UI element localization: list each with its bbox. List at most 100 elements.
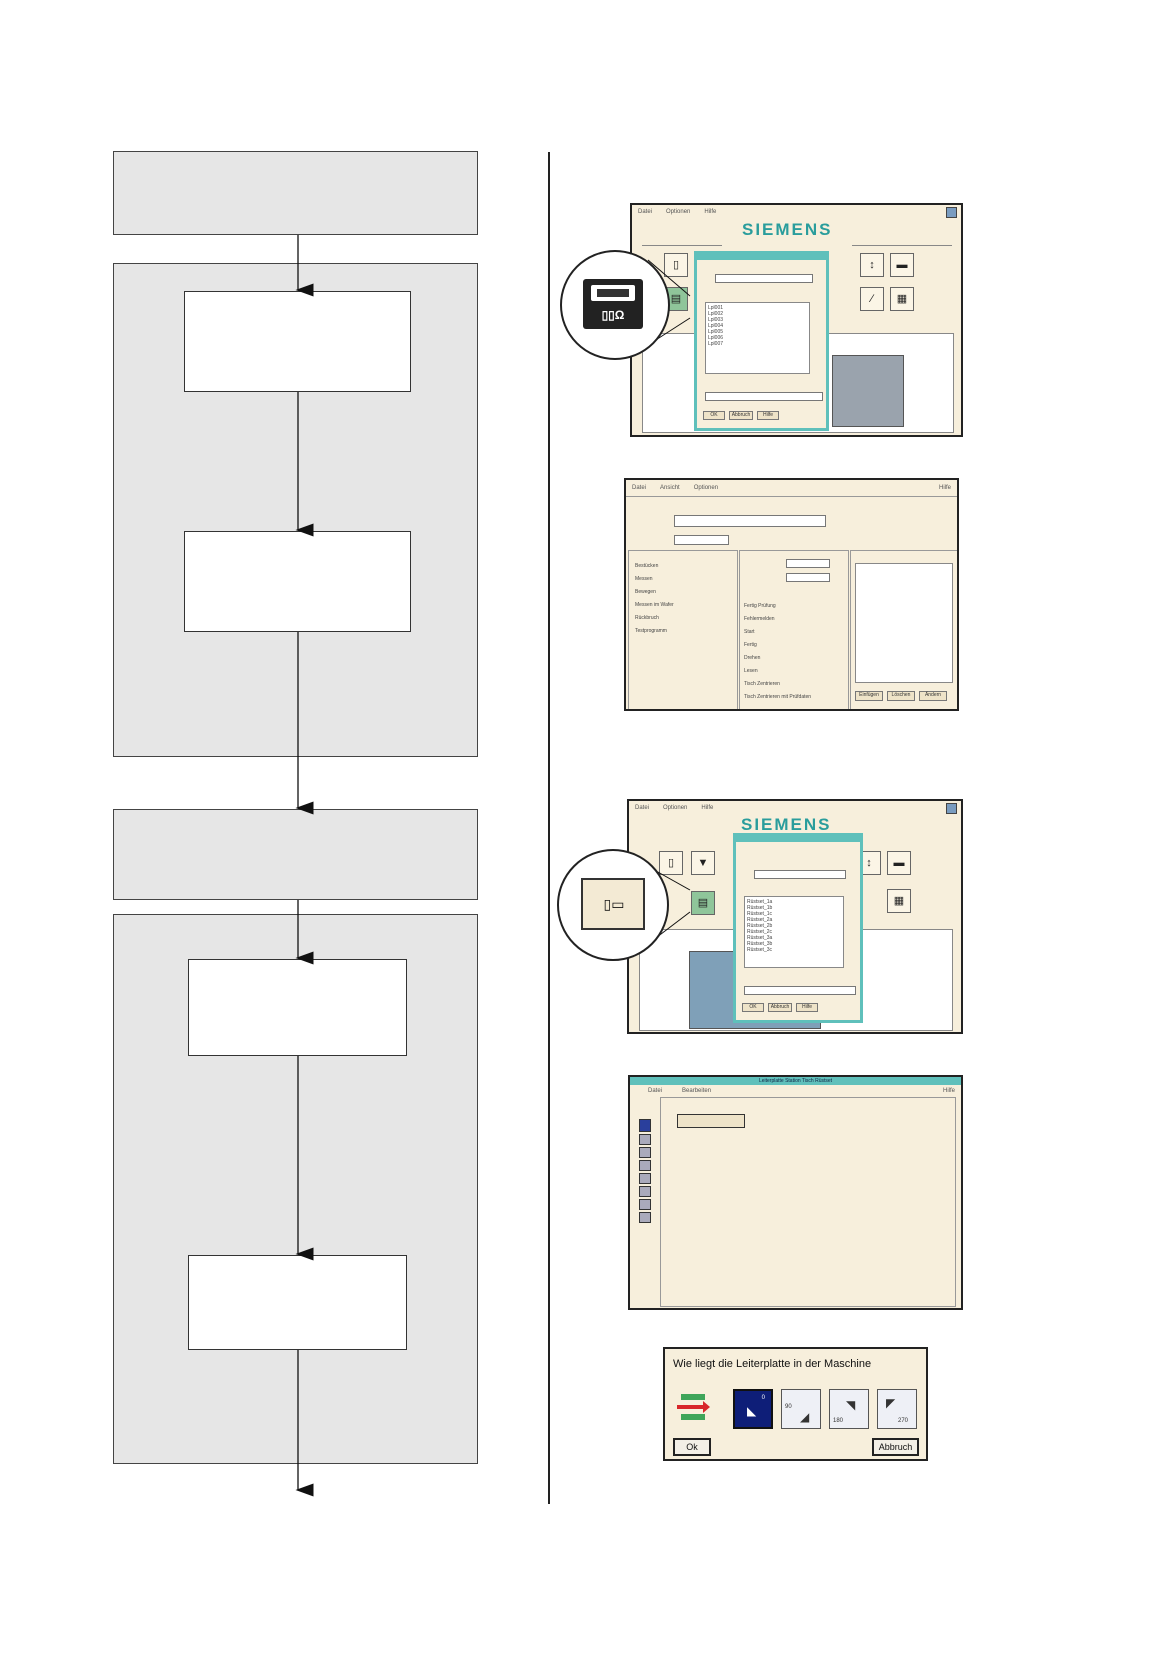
check-item[interactable]: Rückbruch xyxy=(635,615,659,621)
option-item[interactable]: Fehlermelden xyxy=(744,616,775,622)
list-item[interactable]: Rüstset_3a xyxy=(747,935,773,941)
path-field[interactable] xyxy=(754,870,846,879)
result-list[interactable] xyxy=(855,563,953,683)
tool-icon[interactable] xyxy=(639,1147,651,1158)
window-icon[interactable] xyxy=(946,803,957,814)
list-item[interactable]: Lpl005 xyxy=(708,329,724,335)
tool-icon[interactable] xyxy=(639,1160,651,1171)
option-item[interactable]: Tisch Zentrieren xyxy=(744,681,780,687)
ok-button[interactable]: Ok xyxy=(673,1438,711,1456)
orientation-option-270[interactable]: 270 ◤ xyxy=(877,1389,917,1429)
list-item[interactable]: Lpl007 xyxy=(708,341,724,347)
ok-button[interactable]: OK xyxy=(742,1003,764,1012)
check-item[interactable]: Testprogramm xyxy=(635,628,667,634)
tool-button[interactable]: ▬ xyxy=(890,253,914,277)
help-button[interactable]: Hilfe xyxy=(757,411,779,420)
canvas-area[interactable] xyxy=(660,1097,956,1307)
list-item[interactable]: Lpl006 xyxy=(708,335,724,341)
file-list[interactable]: Rüstset_1a Rüstset_1b Rüstset_1c Rüstset… xyxy=(744,896,844,968)
menu-item[interactable]: Optionen xyxy=(666,208,691,215)
menu-item[interactable]: Datei xyxy=(632,485,647,491)
cancel-button[interactable]: Abbruch xyxy=(729,411,753,420)
orientation-label: 0 xyxy=(761,1395,765,1401)
list-item[interactable]: Lpl001 xyxy=(708,305,724,311)
window-icon[interactable] xyxy=(946,207,957,218)
tool-button[interactable]: ▦ xyxy=(887,889,911,913)
orientation-option-180[interactable]: 180 ◥ xyxy=(829,1389,869,1429)
arrow-icon: ◢ xyxy=(800,1410,810,1424)
file-list[interactable]: Lpl001 Lpl002 Lpl003 Lpl004 Lpl005 Lpl00… xyxy=(705,302,810,374)
menu-item[interactable]: Hilfe xyxy=(701,804,714,811)
menu-item[interactable]: Hilfe xyxy=(942,1088,955,1094)
number-field[interactable] xyxy=(674,535,729,545)
tool-button[interactable]: ▼ xyxy=(691,851,715,875)
board-icon xyxy=(677,1391,710,1423)
change-button[interactable]: Ändern xyxy=(919,691,947,701)
option-item[interactable]: Drehen xyxy=(744,655,761,661)
tool-icon[interactable] xyxy=(639,1186,651,1197)
menu-item[interactable]: Optionen xyxy=(693,485,719,491)
menu-item[interactable]: Datei xyxy=(635,804,650,811)
selection-field[interactable] xyxy=(705,392,823,401)
list-item[interactable]: Rüstset_2a xyxy=(747,917,773,923)
delete-button[interactable]: Löschen xyxy=(887,691,915,701)
cancel-button[interactable]: Abbruch xyxy=(872,1438,919,1456)
flow-step-1 xyxy=(113,151,478,235)
list-item[interactable]: Rüstset_1b xyxy=(747,905,773,911)
value-field[interactable] xyxy=(786,573,830,582)
option-item[interactable]: Fertig Prüfung xyxy=(744,603,776,609)
selection-field[interactable] xyxy=(744,986,856,995)
ok-button[interactable]: OK xyxy=(703,411,725,420)
orientation-option-90[interactable]: 90 ◢ xyxy=(781,1389,821,1429)
dialog-question: Wie liegt die Leiterplatte in der Maschi… xyxy=(673,1358,872,1370)
insert-button[interactable]: Einfügen xyxy=(855,691,883,701)
list-item[interactable]: Lpl003 xyxy=(708,317,724,323)
tool-button[interactable]: ↕ xyxy=(860,253,884,277)
tool-button[interactable]: ∕ xyxy=(860,287,884,311)
option-item[interactable]: Fertig xyxy=(744,642,757,648)
menu-item[interactable]: Bearbeiten xyxy=(682,1088,712,1094)
option-item[interactable]: Lesen xyxy=(744,668,758,674)
component-icon: ▯▯Ω xyxy=(583,279,643,329)
tool-icon[interactable] xyxy=(639,1119,651,1132)
tool-button[interactable]: ▦ xyxy=(890,287,914,311)
menu-item[interactable]: Datei xyxy=(638,208,653,215)
list-item[interactable]: Rüstset_3b xyxy=(747,941,773,947)
tool-icon[interactable] xyxy=(639,1134,651,1145)
arrow-icon: ◤ xyxy=(886,1396,896,1410)
tool-button[interactable]: ▯ xyxy=(659,851,683,875)
tool-button[interactable]: ▯ xyxy=(664,253,688,277)
value-field[interactable] xyxy=(786,559,830,568)
tool-icon[interactable] xyxy=(639,1173,651,1184)
check-item[interactable]: Messen im Wafer xyxy=(635,602,674,608)
list-item[interactable]: Lpl004 xyxy=(708,323,724,329)
help-button[interactable]: Hilfe xyxy=(796,1003,818,1012)
menu-item[interactable]: Hilfe xyxy=(938,485,951,491)
orientation-option-0[interactable]: 0 ◣ xyxy=(733,1389,773,1429)
option-item[interactable]: Start xyxy=(744,629,755,635)
name-field[interactable] xyxy=(674,515,826,527)
list-item[interactable]: Rüstset_3c xyxy=(747,947,773,953)
tool-icon[interactable] xyxy=(639,1199,651,1210)
menu-item[interactable]: Optionen xyxy=(663,804,688,811)
menu-item[interactable]: Ansicht xyxy=(660,485,680,491)
list-item[interactable]: Rüstset_1a xyxy=(747,899,773,905)
canvas-label[interactable] xyxy=(677,1114,745,1128)
brand-logo: SIEMENS xyxy=(742,220,833,239)
check-item[interactable]: Bestücken xyxy=(635,563,659,569)
tool-button[interactable]: ▤ xyxy=(691,891,715,915)
menu-item[interactable]: Hilfe xyxy=(704,208,717,215)
machine-image xyxy=(832,355,904,427)
check-item[interactable]: Messen xyxy=(635,576,653,582)
list-item[interactable]: Rüstset_1c xyxy=(747,911,773,917)
tool-icon[interactable] xyxy=(639,1212,651,1223)
list-item[interactable]: Rüstset_2b xyxy=(747,923,773,929)
list-item[interactable]: Lpl002 xyxy=(708,311,724,317)
tool-button[interactable]: ▬ xyxy=(887,851,911,875)
cancel-button[interactable]: Abbruch xyxy=(768,1003,792,1012)
check-item[interactable]: Bewegen xyxy=(635,589,656,595)
path-field[interactable] xyxy=(715,274,813,283)
list-item[interactable]: Rüstset_2c xyxy=(747,929,773,935)
option-item[interactable]: Tisch Zentrieren mit Prüfdaten xyxy=(744,694,812,700)
menu-item[interactable]: Datei xyxy=(648,1088,663,1094)
